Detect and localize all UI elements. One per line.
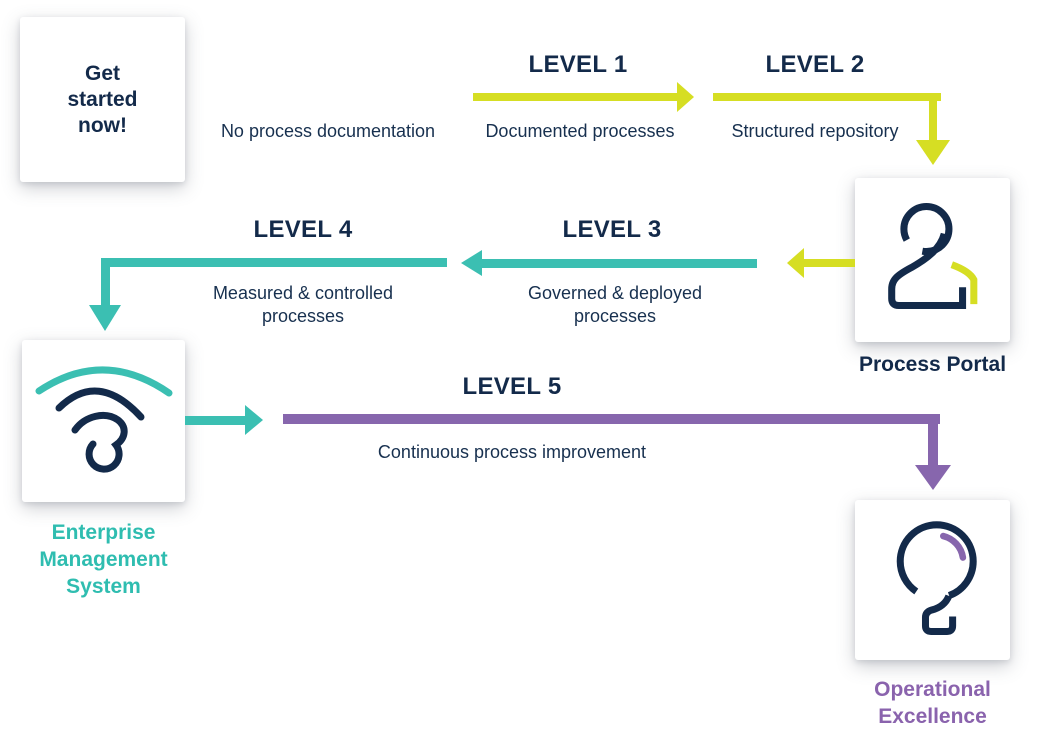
level-4-arrow-line-vertical xyxy=(101,258,110,305)
level-4-arrow-head xyxy=(89,305,121,331)
lightbulb-icon xyxy=(896,521,977,635)
ems-exit-arrow-head xyxy=(245,405,263,435)
enterprise-management-system-card xyxy=(22,340,185,502)
level-5-arrow-line-horizontal xyxy=(283,414,940,424)
operational-excellence-label: Operational Excellence xyxy=(874,678,991,728)
level-1-arrow-line xyxy=(473,93,677,101)
person-icon xyxy=(887,202,977,310)
level-2-arrow-head xyxy=(916,140,950,165)
level-5-arrow-head xyxy=(915,465,951,490)
level-4-caption: Measured & controlled processes xyxy=(212,283,394,326)
level-4-title: LEVEL 4 xyxy=(253,216,353,243)
level-2-caption: Structured repository xyxy=(731,121,899,141)
portal-exit-arrow-line xyxy=(804,259,855,267)
process-portal-card xyxy=(855,178,1010,342)
ems-exit-arrow-line xyxy=(185,415,245,425)
level-1-arrow-head xyxy=(677,82,694,112)
level-1-title: LEVEL 1 xyxy=(528,51,628,78)
level-2-arrow-line-vertical xyxy=(929,93,937,140)
level-5-caption: Continuous process improvement xyxy=(377,442,647,462)
process-portal-label: Process Portal xyxy=(858,353,1007,376)
get-started-card[interactable]: Get started now! xyxy=(20,17,185,182)
portal-exit-arrow-head xyxy=(787,248,804,278)
level-1-caption: Documented processes xyxy=(485,121,675,141)
level-5-arrow-line-vertical xyxy=(928,414,938,465)
level-3-caption: Governed & deployed processes xyxy=(527,283,703,326)
get-started-label: Get started now! xyxy=(67,61,138,137)
level-5-title: LEVEL 5 xyxy=(462,373,562,400)
wifi-signal-icon xyxy=(35,366,172,473)
level-3-title: LEVEL 3 xyxy=(562,216,662,243)
level-4-arrow-line-horizontal xyxy=(101,258,447,267)
level-3-arrow-head xyxy=(461,250,482,276)
level-2-arrow-line-horizontal xyxy=(713,93,941,101)
level-2-title: LEVEL 2 xyxy=(765,51,865,78)
stage0-caption: No process documentation xyxy=(220,121,436,141)
operational-excellence-card xyxy=(855,500,1010,660)
enterprise-management-system-label: Enterprise Management System xyxy=(39,521,168,598)
level-3-arrow-line xyxy=(482,259,757,268)
